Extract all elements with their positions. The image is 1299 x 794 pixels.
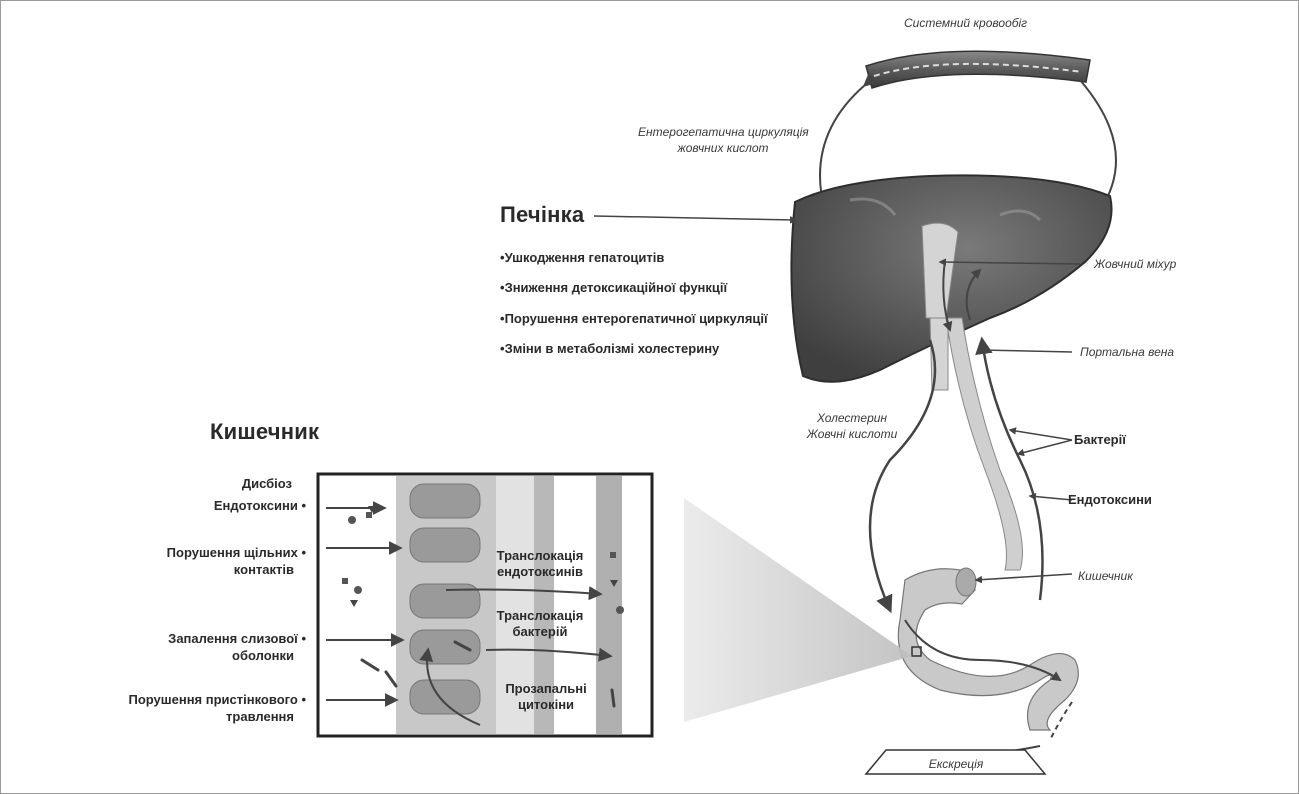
portal-vein-label: Портальна вена [1080, 345, 1174, 359]
excretion-label: Екскреція [896, 757, 1016, 771]
endotoxin-translocation-label: Транслокація ендотоксинів [470, 548, 610, 580]
cytokines-label: Прозапальні цитокіни [486, 681, 606, 713]
zoom-cone [684, 498, 912, 722]
issue-line: оболонки [110, 647, 306, 664]
inset-line: Транслокація [470, 608, 610, 624]
inset-line: Транслокація [470, 548, 610, 564]
liver-item: Порушення ентерогепатичної циркуляції [500, 311, 768, 326]
inset-line: Прозапальні [486, 681, 606, 697]
intestine-shape [898, 569, 1078, 730]
endotoxins-label: Ендотоксини [1068, 492, 1152, 507]
issue-line: Порушення щільних [110, 544, 306, 561]
intestine-issue-inflammation: Запалення слизової оболонки [110, 630, 306, 664]
systemic-vessel [866, 51, 1090, 88]
intestine-title: Кишечник [210, 419, 319, 445]
enterohepatic-line-2: жовчних кислот [638, 140, 808, 156]
issue-line: контактів [110, 561, 306, 578]
liver-item: Ушкодження гепатоцитів [500, 250, 664, 265]
inset-line: бактерій [470, 624, 610, 640]
intestine-issue-endotoxins: Ендотоксини [110, 498, 306, 513]
bile-acids-line: Жовчні кислоти [782, 426, 922, 442]
gallbladder-label: Жовчний міхур [1094, 257, 1176, 271]
issue-line: Порушення пристінкового [100, 691, 306, 708]
bacteria-translocation-label: Транслокація бактерій [470, 608, 610, 640]
inset-line: цитокіни [486, 697, 606, 713]
cholesterol-line: Холестерин [782, 410, 922, 426]
dysbiosis-label: Дисбіоз [200, 476, 292, 491]
systemic-circulation-label: Системний кровообіг [904, 16, 1027, 30]
intestine-issue-tight-junctions: Порушення щільних контактів [110, 544, 306, 578]
bile-flow-arrow [870, 340, 935, 610]
intestine-label: Кишечник [1078, 569, 1133, 583]
liver-item: Зниження детоксикаційної функції [500, 280, 727, 295]
liver-item: Зміни в метаболізмі холестерину [500, 341, 719, 356]
bacteria-label: Бактерії [1074, 432, 1126, 447]
enterohepatic-label: Ентерогепатична циркуляція жовчних кисло… [638, 124, 808, 156]
intestine-issue-parietal-digestion: Порушення пристінкового травлення [100, 691, 306, 725]
issue-line: травлення [100, 708, 306, 725]
enterohepatic-line-1: Ентерогепатична циркуляція [638, 124, 808, 140]
issue-line: Запалення слизової [110, 630, 306, 647]
inset-line: ендотоксинів [470, 564, 610, 580]
cholesterol-bile-label: Холестерин Жовчні кислоти [782, 410, 922, 442]
liver-title: Печінка [500, 202, 584, 228]
